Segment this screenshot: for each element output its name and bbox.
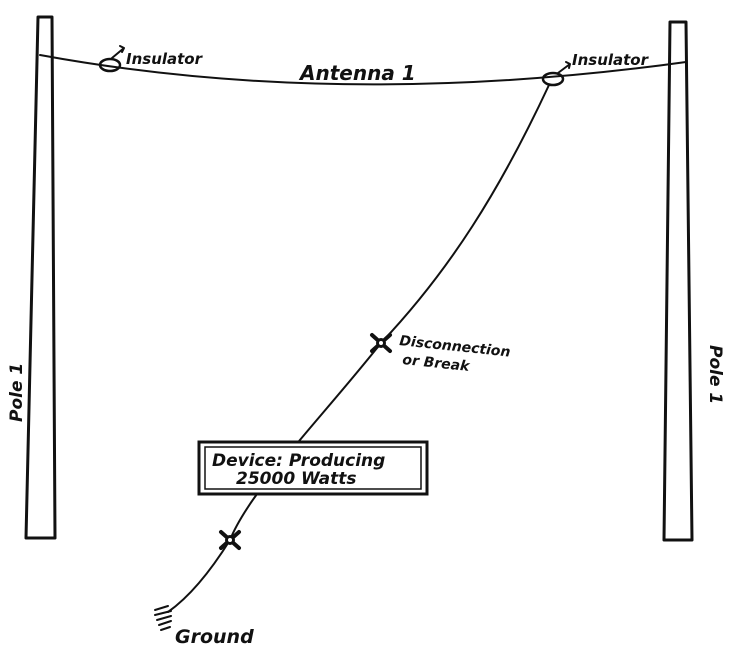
label-insulator-right: Insulator xyxy=(572,51,650,69)
lead-in-wire xyxy=(167,84,550,613)
label-pole-left: Pole 1 xyxy=(7,363,27,422)
insulator-right xyxy=(541,71,565,87)
pole-left xyxy=(24,15,57,540)
label-insulator-left: Insulator xyxy=(126,50,204,68)
ground-symbol xyxy=(154,605,172,631)
label-watts: 25000 Watts xyxy=(236,469,357,489)
device-box xyxy=(197,440,429,496)
antenna-wire xyxy=(39,54,687,86)
break-mark-lower xyxy=(219,530,241,550)
label-break: or Break xyxy=(402,352,472,375)
pole-right xyxy=(662,20,694,542)
insulator-left-arrow xyxy=(111,45,125,59)
insulator-left xyxy=(98,57,122,73)
label-ground: Ground xyxy=(175,626,254,648)
insulator-right-arrow xyxy=(557,61,571,74)
break-mark-upper xyxy=(370,333,392,353)
label-device: Device: Producing xyxy=(212,451,385,471)
label-pole-right: Pole 1 xyxy=(705,345,725,404)
label-antenna: Antenna 1 xyxy=(298,61,416,85)
